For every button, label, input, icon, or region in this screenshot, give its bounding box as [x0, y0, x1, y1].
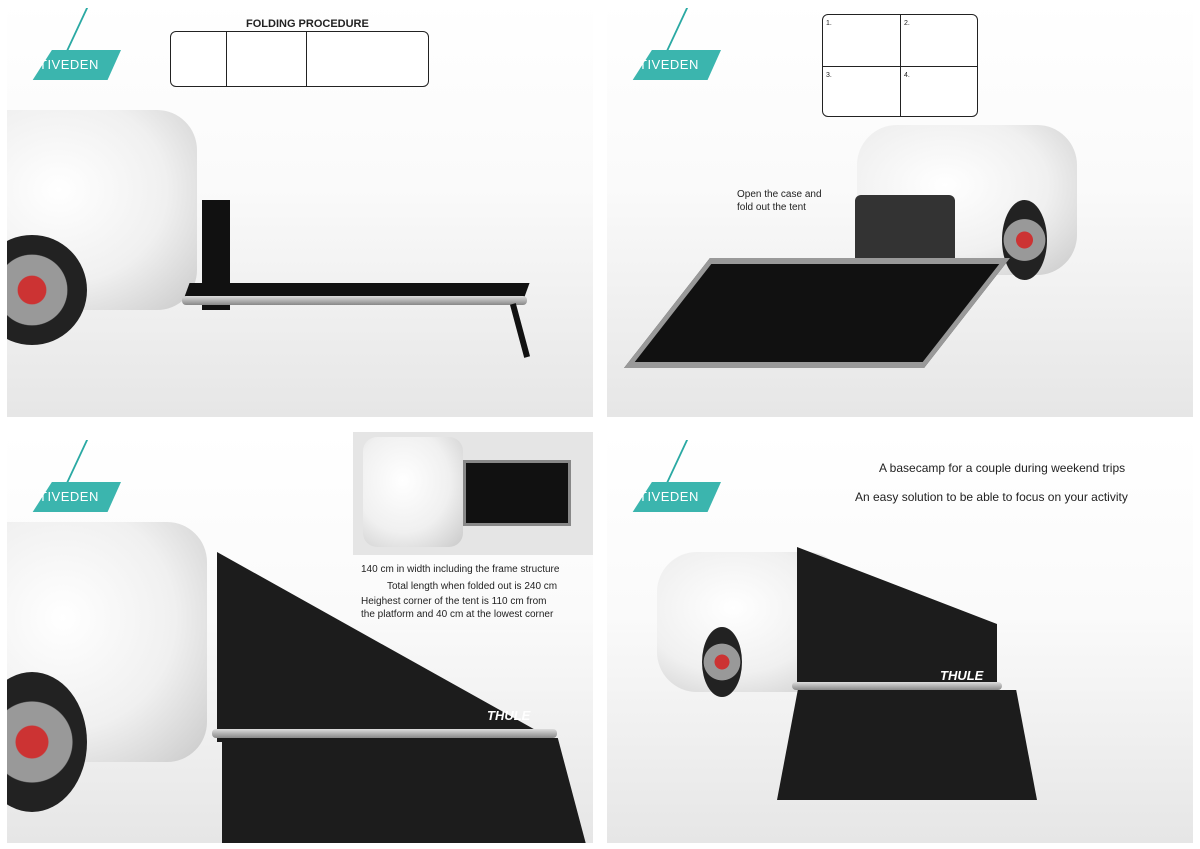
panel-tent-perspective: TIVEDEN THULE A basecamp for a couple du…	[607, 432, 1193, 843]
step-1-label: 1.	[826, 20, 832, 27]
step-2-label: 2.	[904, 20, 910, 27]
platform-rail	[212, 729, 557, 738]
logo-text: TIVEDEN	[39, 57, 99, 72]
support-leg	[509, 303, 531, 358]
spec-width: 140 cm in width including the frame stru…	[361, 564, 560, 575]
spec-length: Total length when folded out is 240 cm	[387, 581, 558, 592]
tiveden-logo: TIVEDEN	[17, 440, 137, 512]
spec-height: Heighest corner of the tent is 110 cm fr…	[361, 595, 553, 621]
thule-logo: THULE	[940, 668, 984, 683]
step-3-label: 3.	[826, 72, 832, 79]
tiveden-logo: TIVEDEN	[17, 8, 137, 80]
platform-rail	[792, 682, 1002, 690]
tent-case	[855, 195, 955, 265]
spec-line: the platform and 40 cm at the lowest cor…	[361, 609, 554, 620]
car-wheel	[1002, 200, 1047, 280]
tagline-2: An easy solution to be able to focus on …	[855, 490, 1128, 504]
tiveden-logo: TIVEDEN	[617, 8, 737, 80]
thule-logo: THULE	[487, 708, 531, 723]
tent-skirt	[777, 690, 1037, 800]
logo-text: TIVEDEN	[639, 489, 699, 504]
platform	[624, 258, 1010, 368]
spec-line: Heighest corner of the tent is 110 cm fr…	[361, 596, 547, 607]
unfold-steps-diagram: 1. 2. 3. 4.	[822, 14, 978, 117]
logo-text: TIVEDEN	[639, 57, 699, 72]
platform	[184, 283, 530, 297]
annotation-line: Open the case and	[737, 189, 822, 200]
tent-skirt	[222, 738, 587, 843]
panel-tent-side: TIVEDEN THULE	[7, 432, 593, 843]
annotation-open-case: Open the case and fold out the tent	[737, 188, 822, 214]
car-wheel	[702, 627, 742, 697]
folding-procedure-title: FOLDING PROCEDURE	[246, 18, 369, 30]
tent	[797, 547, 997, 687]
step-4-label: 4.	[904, 72, 910, 79]
tiveden-logo: TIVEDEN	[617, 440, 737, 512]
top-view-render	[353, 432, 593, 555]
folding-procedure-diagram	[170, 31, 429, 87]
tagline-1: A basecamp for a couple during weekend t…	[879, 461, 1126, 475]
annotation-line: fold out the tent	[737, 202, 806, 213]
platform-rail	[182, 296, 527, 305]
logo-text: TIVEDEN	[39, 489, 99, 504]
